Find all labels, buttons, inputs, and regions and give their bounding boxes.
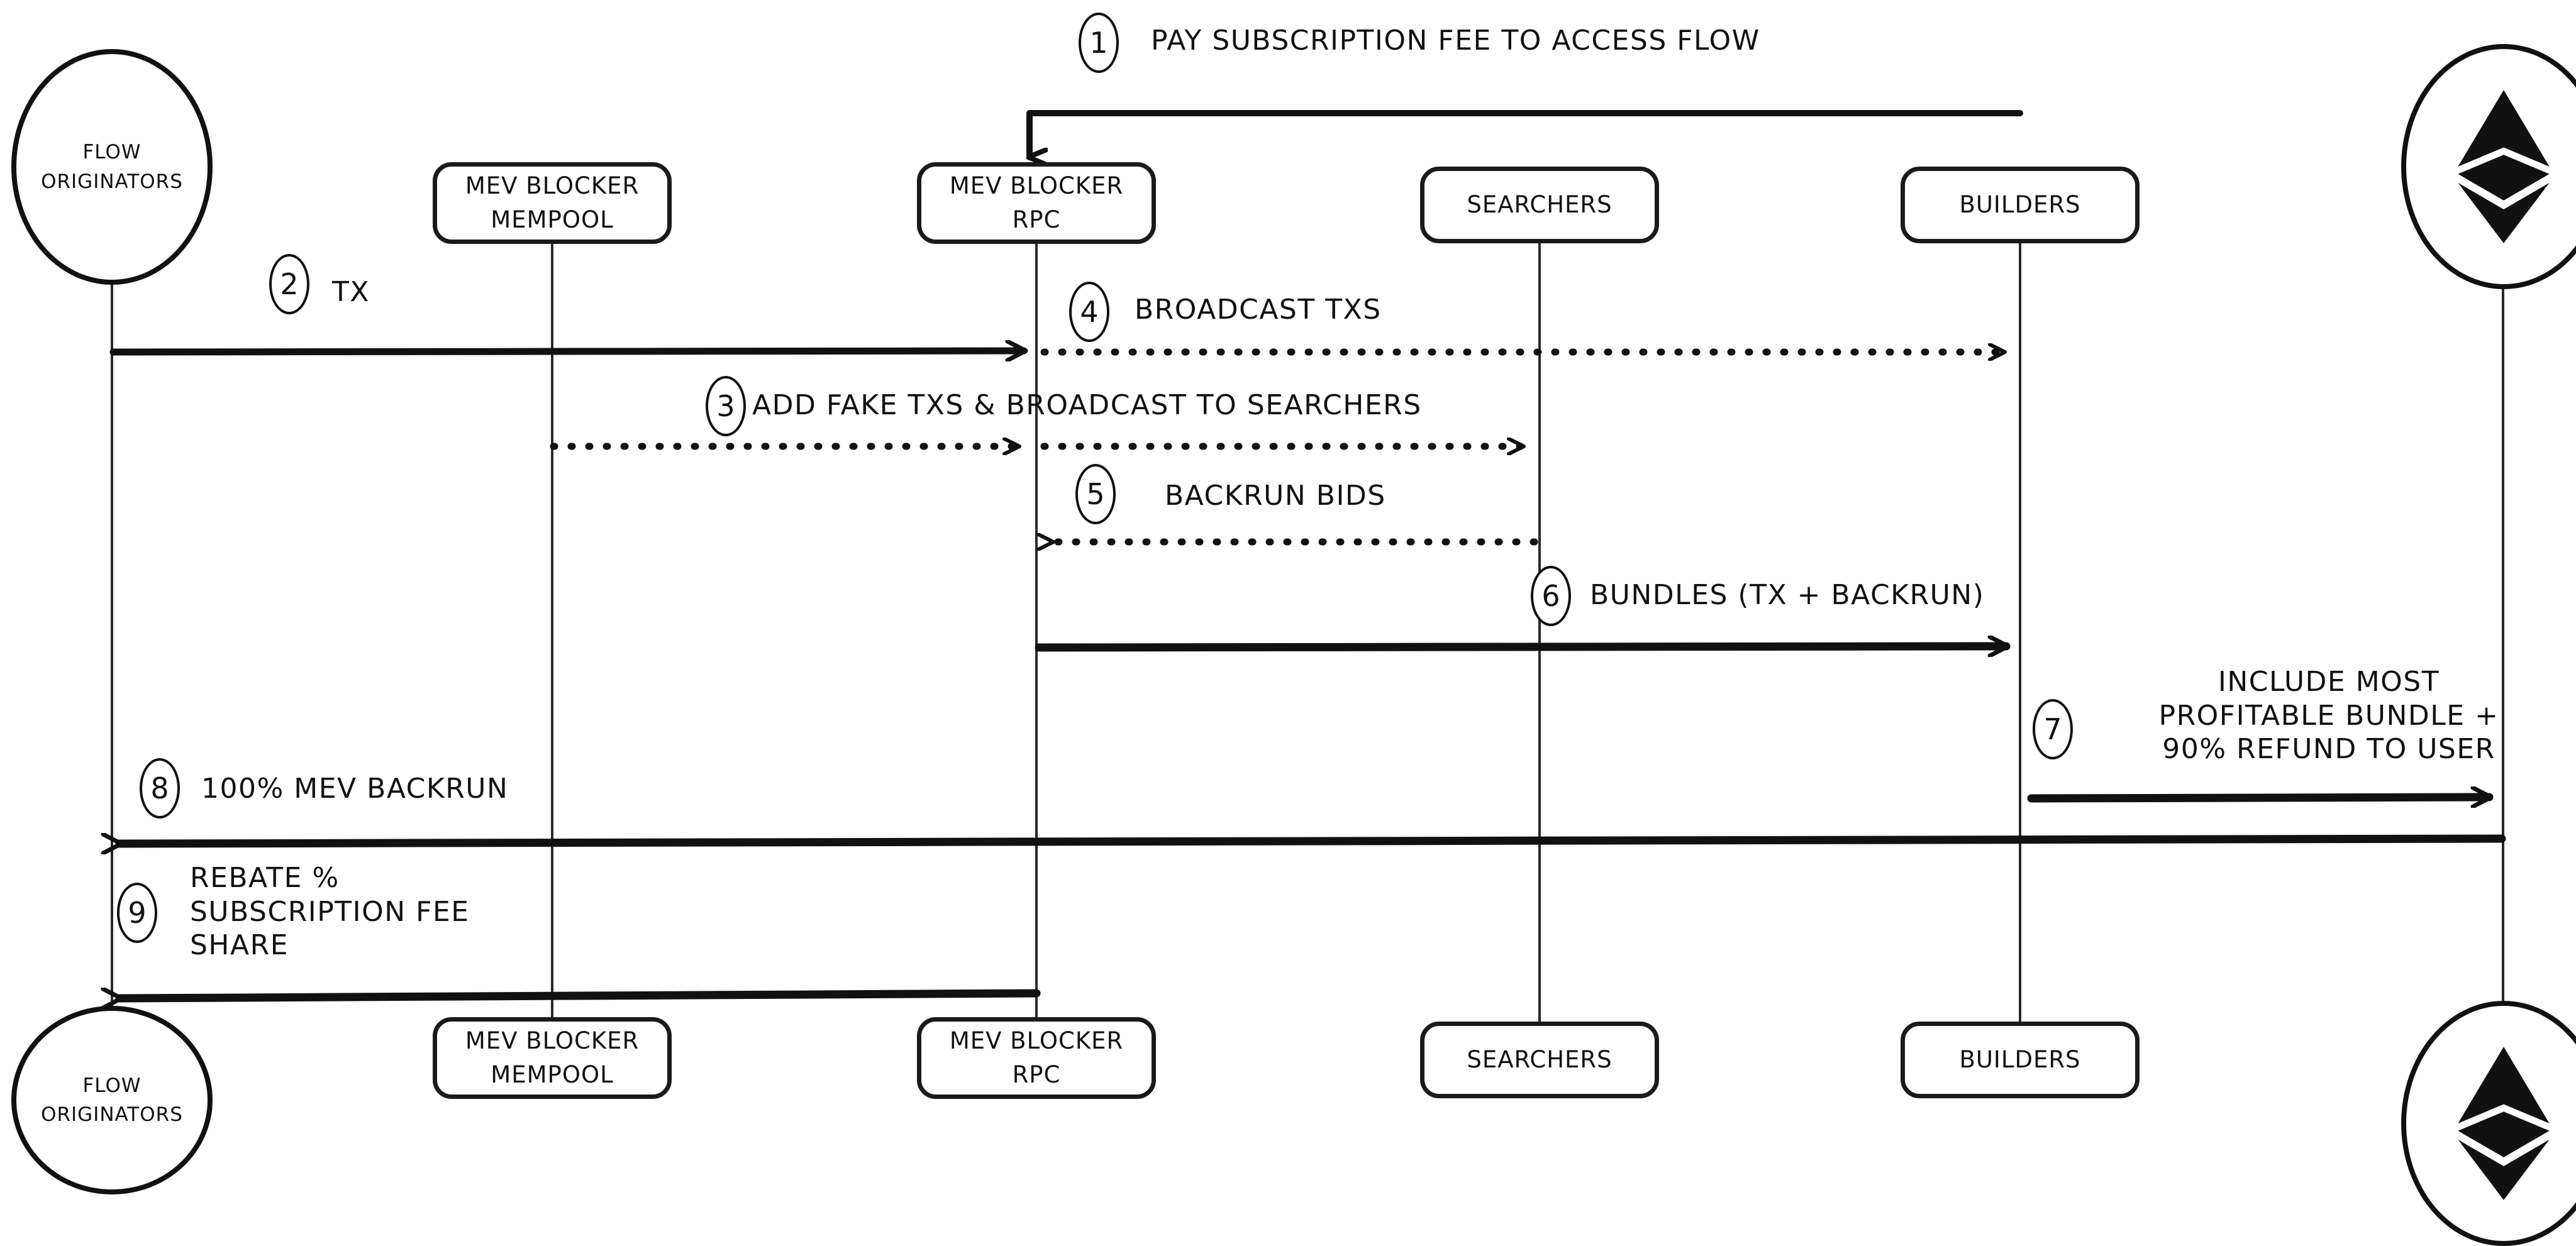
message-label-1: PAY SUBSCRIPTION FEE TO ACCESS FLOW	[1151, 25, 1760, 57]
actor-builders-bottom[interactable]: BUILDERS	[1901, 1022, 2140, 1098]
step-number-3: 3	[716, 389, 735, 423]
message-label-3: ADD FAKE TXs & BROADCAST TO SEARCHERS	[752, 389, 1422, 421]
actor-label-builders-top: BUILDERS	[1959, 191, 2081, 219]
step-number-4: 4	[1080, 295, 1099, 329]
message-label-9: REBATE % SUBSCRIPTION FEE SHARE	[190, 862, 470, 962]
step-badge-3: 3	[706, 376, 746, 436]
actor-label-mev-blocker-rpc-bottom: MEV BLOCKER RPC	[949, 1027, 1124, 1088]
message-arrow-8	[119, 839, 2506, 844]
message-label-2: TX	[332, 276, 370, 308]
actor-label-flow-originators-bottom: FLOW ORIGINATORS	[41, 1074, 183, 1127]
sequence-diagram-canvas: FLOW ORIGINATORS MEV BLOCKER MEMPOOL MEV…	[0, 13, 2576, 1246]
step-badge-9: 9	[117, 883, 157, 943]
step-badge-5: 5	[1075, 464, 1116, 524]
actor-flow-originators-bottom[interactable]: FLOW ORIGINATORS	[11, 1006, 213, 1194]
actor-mev-blocker-rpc-top[interactable]: MEV BLOCKER RPC	[917, 162, 1156, 244]
message-label-5: BACKRUN BIDs	[1165, 480, 1386, 512]
step-number-7: 7	[2043, 712, 2062, 746]
actor-ethereum-top[interactable]	[2401, 44, 2576, 289]
ethereum-logo-icon	[2458, 1047, 2550, 1200]
actor-builders-top[interactable]: BUILDERS	[1901, 167, 2140, 243]
step-number-1: 1	[1089, 26, 1108, 60]
actor-mev-blocker-rpc-bottom[interactable]: MEV BLOCKER RPC	[917, 1017, 1156, 1099]
message-arrow-7	[2027, 797, 2494, 798]
actor-mev-blocker-mempool-top[interactable]: MEV BLOCKER MEMPOOL	[433, 162, 672, 244]
message-label-4: BROADCAST TXs	[1135, 294, 1382, 326]
actor-label-searchers-top: SEARCHERS	[1467, 191, 1613, 219]
actor-label-mev-blocker-mempool-top: MEV BLOCKER MEMPOOL	[465, 172, 640, 233]
diagram-vectors	[0, 110, 2506, 1023]
message-arrow-2	[109, 351, 1024, 352]
message-label-7: INCLUDE MOST PROFITABLE BUNDLE + 90% REF…	[2158, 666, 2499, 766]
message-arrow-6	[1035, 646, 2011, 648]
step-number-8: 8	[150, 771, 169, 805]
actor-searchers-bottom[interactable]: SEARCHERS	[1420, 1022, 1659, 1098]
actor-label-flow-originators-top: FLOW ORIGINATORS	[41, 141, 183, 193]
actor-label-searchers-bottom: SEARCHERS	[1467, 1046, 1613, 1074]
actor-label-builders-bottom: BUILDERS	[1959, 1046, 2081, 1074]
ethereum-logo-icon	[2458, 90, 2550, 243]
step-badge-4: 4	[1069, 282, 1109, 342]
message-label-6: BUNDLES (TX + BACKRUN)	[1590, 579, 1985, 611]
step-badge-1: 1	[1079, 13, 1119, 73]
step-number-6: 6	[1541, 579, 1560, 613]
step-number-5: 5	[1086, 477, 1105, 511]
step-badge-7: 7	[2033, 699, 2073, 759]
step-number-2: 2	[280, 267, 299, 301]
actor-flow-originators-top[interactable]: FLOW ORIGINATORS	[11, 49, 213, 285]
actor-label-mev-blocker-rpc-top: MEV BLOCKER RPC	[949, 172, 1124, 233]
lifelines	[111, 167, 2504, 1023]
actor-searchers-top[interactable]: SEARCHERS	[1420, 167, 1659, 243]
step-badge-8: 8	[140, 758, 180, 819]
actor-label-mev-blocker-mempool-bottom: MEV BLOCKER MEMPOOL	[465, 1027, 640, 1088]
message-arrow-1	[1026, 110, 2023, 157]
message-label-8: 100% MEV BACKRUN	[201, 773, 509, 805]
step-badge-6: 6	[1531, 566, 1571, 626]
message-arrow-9	[119, 993, 1041, 998]
actor-mev-blocker-mempool-bottom[interactable]: MEV BLOCKER MEMPOOL	[433, 1017, 672, 1099]
step-number-9: 9	[128, 896, 147, 930]
step-badge-2: 2	[269, 254, 309, 314]
